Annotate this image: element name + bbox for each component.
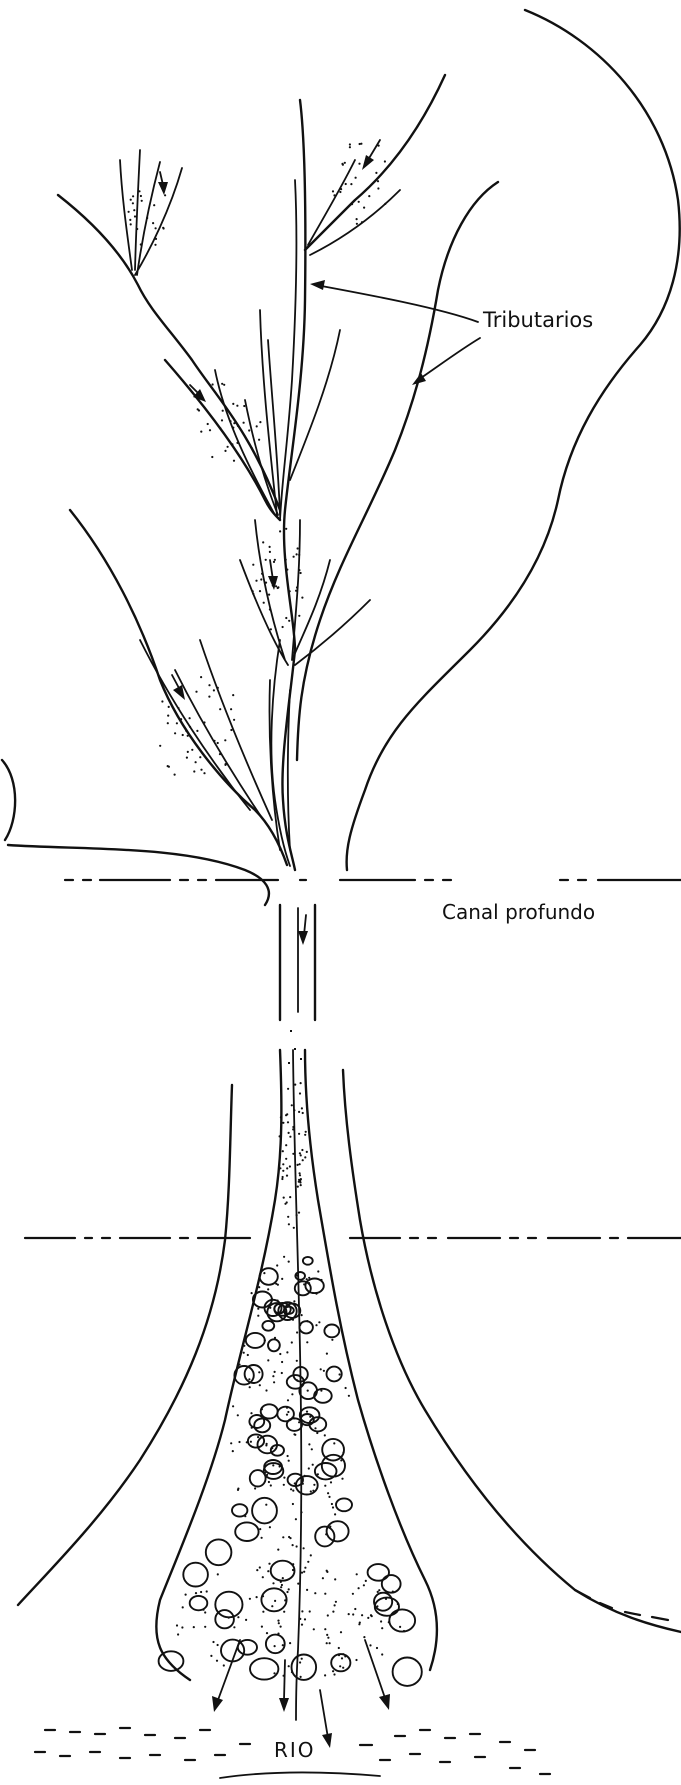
fan-outflow-arrows (212, 1640, 390, 1748)
branch-top-left (58, 195, 280, 510)
branch-lower-mid (240, 520, 370, 665)
alluvial-fan (18, 1050, 681, 1748)
deep-channel-label: Canal profundo (442, 900, 595, 924)
valley-wall-right-dash (575, 1590, 668, 1620)
sediment-stipple-fan (176, 1082, 405, 1678)
branch-top-left-a (120, 160, 132, 270)
branch-top-right (305, 75, 445, 250)
fan-outline-left (156, 1050, 281, 1680)
drainage-network (2, 10, 680, 905)
watershed-boundary-right (347, 10, 680, 870)
main-channel (282, 100, 305, 870)
valley-wall-right (343, 1070, 681, 1632)
branch-top-right-b (308, 160, 400, 255)
fan-gravel (159, 1257, 422, 1686)
river-label: RIO (274, 1738, 316, 1762)
lower-left-boundary (8, 845, 269, 905)
east-tributary (297, 182, 498, 760)
branch-lower-left-b (140, 640, 272, 820)
fan-outline-right (305, 1050, 437, 1670)
flow-arrows-upper (158, 140, 380, 700)
deep-channel (280, 905, 315, 1064)
branch-top-left-b (135, 150, 182, 275)
watershed-boundary-left (2, 760, 15, 840)
tributary-leaders (310, 280, 480, 385)
valley-wall-left (18, 1085, 232, 1605)
tributaries-label: Tributarios (483, 308, 593, 332)
branch-mid-a (215, 310, 340, 515)
